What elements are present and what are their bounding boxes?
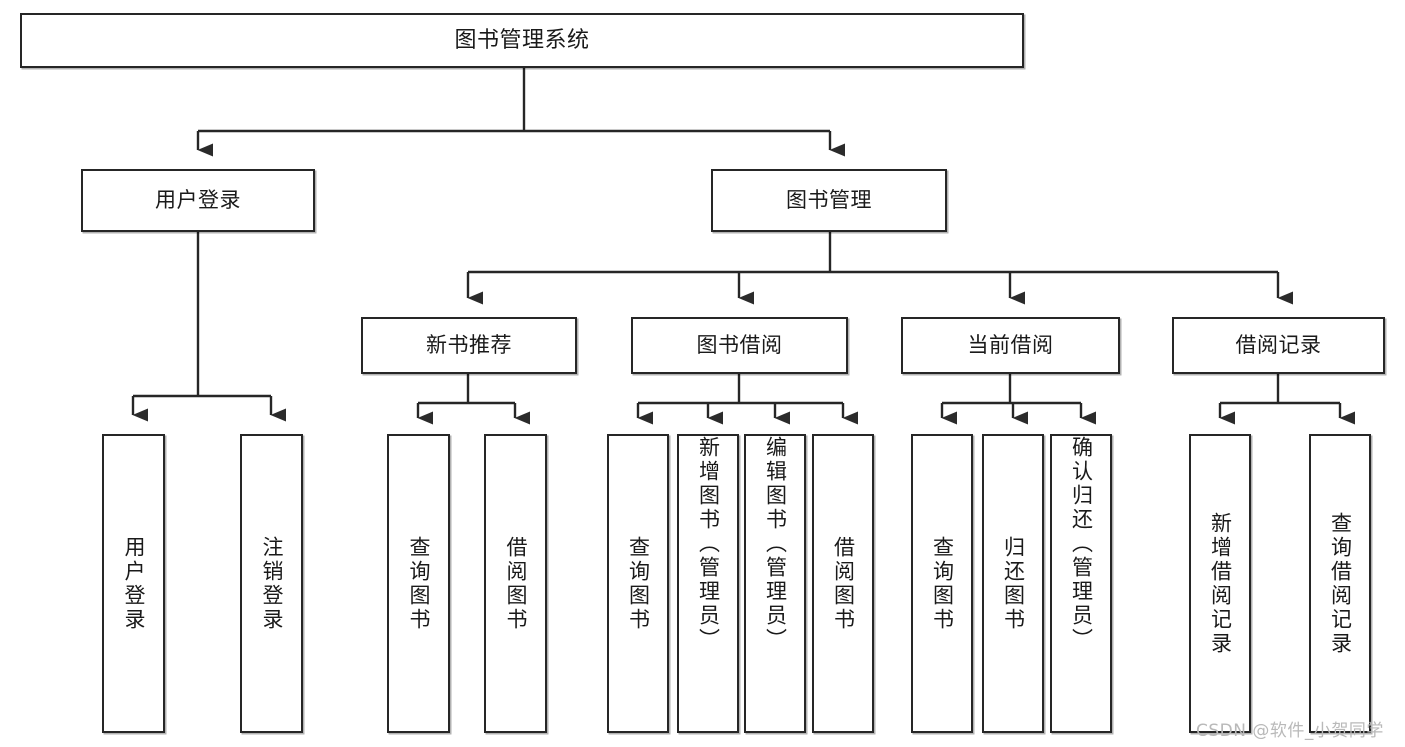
- node-leaf-return-book-label: 归还图书: [1001, 535, 1026, 632]
- node-leaf-query-borrow-record[interactable]: 查询借阅记录: [1309, 434, 1371, 733]
- node-leaf-confirm-return-admin[interactable]: 确认归还（管理员）: [1050, 434, 1112, 733]
- node-leaf-add-book-admin-label: 新增图书（管理员）: [696, 436, 721, 652]
- node-current-borrow-label: 当前借阅: [967, 333, 1054, 358]
- node-borrow-record-label: 借阅记录: [1235, 333, 1322, 358]
- node-leaf-query-book-b-label: 查询图书: [626, 535, 651, 632]
- node-book-borrow[interactable]: 图书借阅: [631, 317, 848, 374]
- node-current-borrow[interactable]: 当前借阅: [901, 317, 1120, 374]
- node-book-borrow-label: 图书借阅: [696, 333, 783, 358]
- node-leaf-query-book-rec-label: 查询图书: [407, 535, 431, 632]
- node-leaf-query-book-rec[interactable]: 查询图书: [387, 434, 450, 733]
- node-leaf-add-borrow-record-label: 新增借阅记录: [1208, 511, 1233, 656]
- node-leaf-query-book-c[interactable]: 查询图书: [911, 434, 973, 733]
- node-leaf-borrow-book-rec-label: 借阅图书: [504, 535, 528, 632]
- node-user-login-label: 用户登录: [155, 188, 241, 213]
- node-leaf-query-book-b[interactable]: 查询图书: [607, 434, 669, 733]
- node-new-book-rec[interactable]: 新书推荐: [361, 317, 577, 374]
- node-leaf-query-borrow-record-label: 查询借阅记录: [1328, 511, 1353, 656]
- node-leaf-user-login-label: 用户登录: [122, 535, 146, 632]
- node-leaf-edit-book-admin[interactable]: 编辑图书（管理员）: [744, 434, 806, 733]
- node-book-manage-label: 图书管理: [786, 188, 872, 213]
- node-leaf-query-book-c-label: 查询图书: [930, 535, 955, 632]
- node-leaf-borrow-book-rec[interactable]: 借阅图书: [484, 434, 547, 733]
- node-leaf-borrow-book-b[interactable]: 借阅图书: [812, 434, 874, 733]
- node-user-login[interactable]: 用户登录: [81, 169, 315, 232]
- node-root-label: 图书管理系统: [454, 27, 590, 53]
- node-leaf-add-book-admin[interactable]: 新增图书（管理员）: [677, 434, 739, 733]
- node-leaf-borrow-book-b-label: 借阅图书: [831, 535, 856, 632]
- node-leaf-edit-book-admin-label: 编辑图书（管理员）: [763, 436, 788, 652]
- node-leaf-logout[interactable]: 注销登录: [240, 434, 303, 733]
- node-leaf-add-borrow-record[interactable]: 新增借阅记录: [1189, 434, 1251, 733]
- node-borrow-record[interactable]: 借阅记录: [1172, 317, 1385, 374]
- watermark: CSDN @软件_小贺同学: [1196, 721, 1384, 741]
- node-leaf-return-book[interactable]: 归还图书: [982, 434, 1044, 733]
- node-leaf-logout-label: 注销登录: [260, 535, 284, 632]
- edges-root: [131, 68, 1355, 425]
- node-leaf-user-login[interactable]: 用户登录: [102, 434, 165, 733]
- node-book-manage[interactable]: 图书管理: [711, 169, 947, 232]
- node-leaf-confirm-return-admin-label: 确认归还（管理员）: [1069, 436, 1094, 652]
- node-root[interactable]: 图书管理系统: [20, 13, 1024, 68]
- node-new-book-rec-label: 新书推荐: [426, 333, 512, 358]
